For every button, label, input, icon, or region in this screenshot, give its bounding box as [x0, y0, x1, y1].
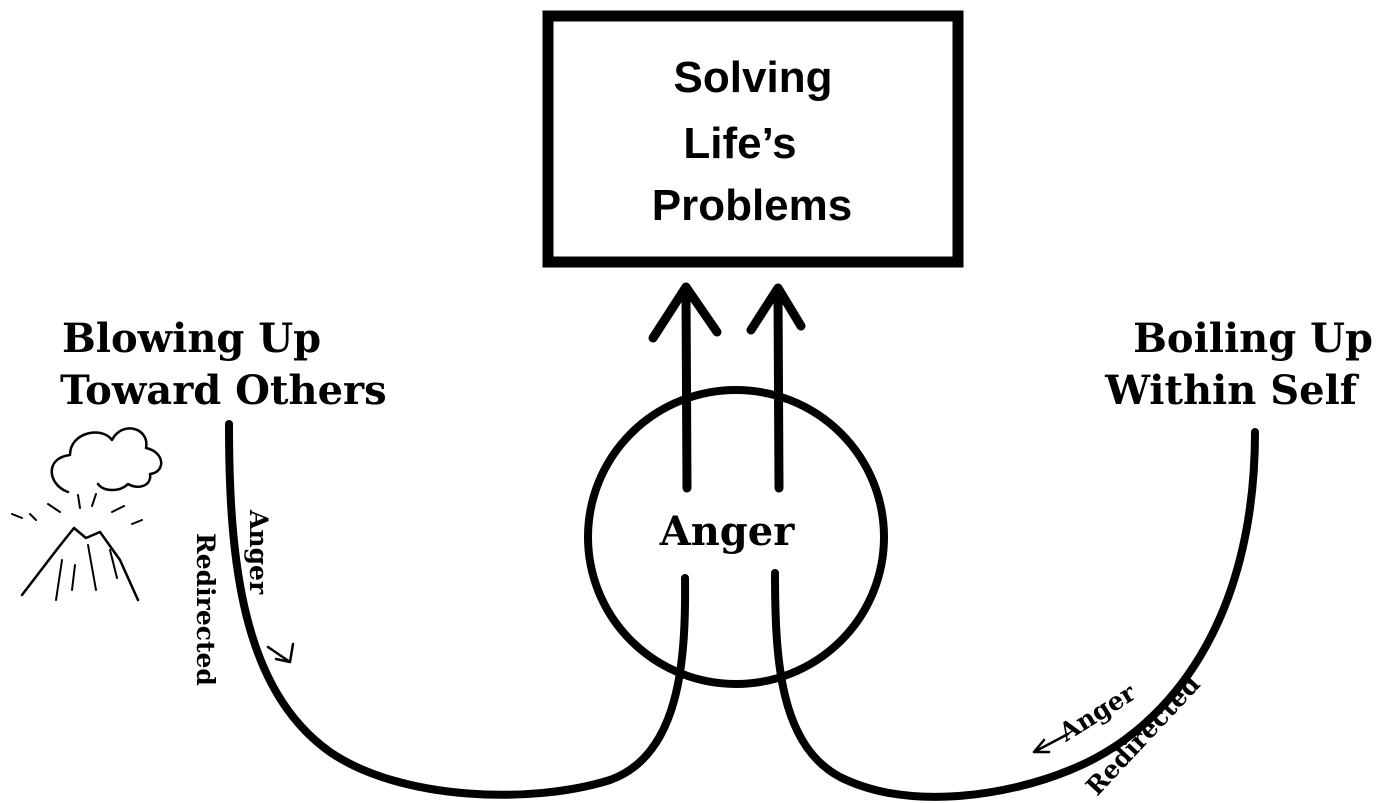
up-arrow-right-head — [746, 283, 806, 335]
left-anger-label: Anger — [244, 509, 273, 595]
right-redirect-path: Anger Redirected — [771, 428, 1259, 801]
volcano-mountain — [20, 526, 140, 602]
left-anger-small-arrow — [266, 642, 295, 664]
problems-box-frame — [542, 10, 964, 268]
volcano-cloud — [50, 427, 163, 494]
box-line-lifes: Life’s — [683, 119, 796, 168]
right-heading-line2: Within Self — [1104, 367, 1360, 414]
right-heading-line1: Boiling Up — [1133, 315, 1373, 362]
right-redirected-label: Redirected — [1080, 669, 1205, 801]
right-redirect-curve — [771, 428, 1259, 801]
anger-circle-group: Anger — [584, 386, 888, 688]
left-redirect-path: Anger Redirected — [191, 420, 690, 799]
up-arrow-left-shaft — [681, 287, 692, 493]
anger-label: Anger — [659, 508, 796, 555]
solving-problems-box: Solving Life’s Problems — [542, 10, 964, 268]
right-heading: Boiling Up Within Self — [1104, 315, 1373, 414]
box-line-problems: Problems — [652, 181, 853, 230]
volcano-icon — [11, 427, 163, 602]
volcano-eruption-marks — [11, 493, 143, 525]
left-heading-line1: Blowing Up — [62, 315, 321, 362]
up-arrow-right-shaft — [773, 287, 784, 493]
left-redirected-label: Redirected — [191, 533, 220, 686]
right-anger-small-arrow — [1032, 732, 1070, 754]
up-arrow-left-head — [648, 282, 722, 343]
left-redirect-curve — [225, 420, 690, 799]
left-heading: Blowing Up Toward Others — [60, 315, 387, 414]
volcano-crater-lines — [55, 544, 118, 601]
upward-arrows — [648, 282, 806, 493]
anger-circle — [584, 386, 888, 688]
left-heading-line2: Toward Others — [60, 367, 387, 414]
box-line-solving: Solving — [674, 53, 833, 102]
